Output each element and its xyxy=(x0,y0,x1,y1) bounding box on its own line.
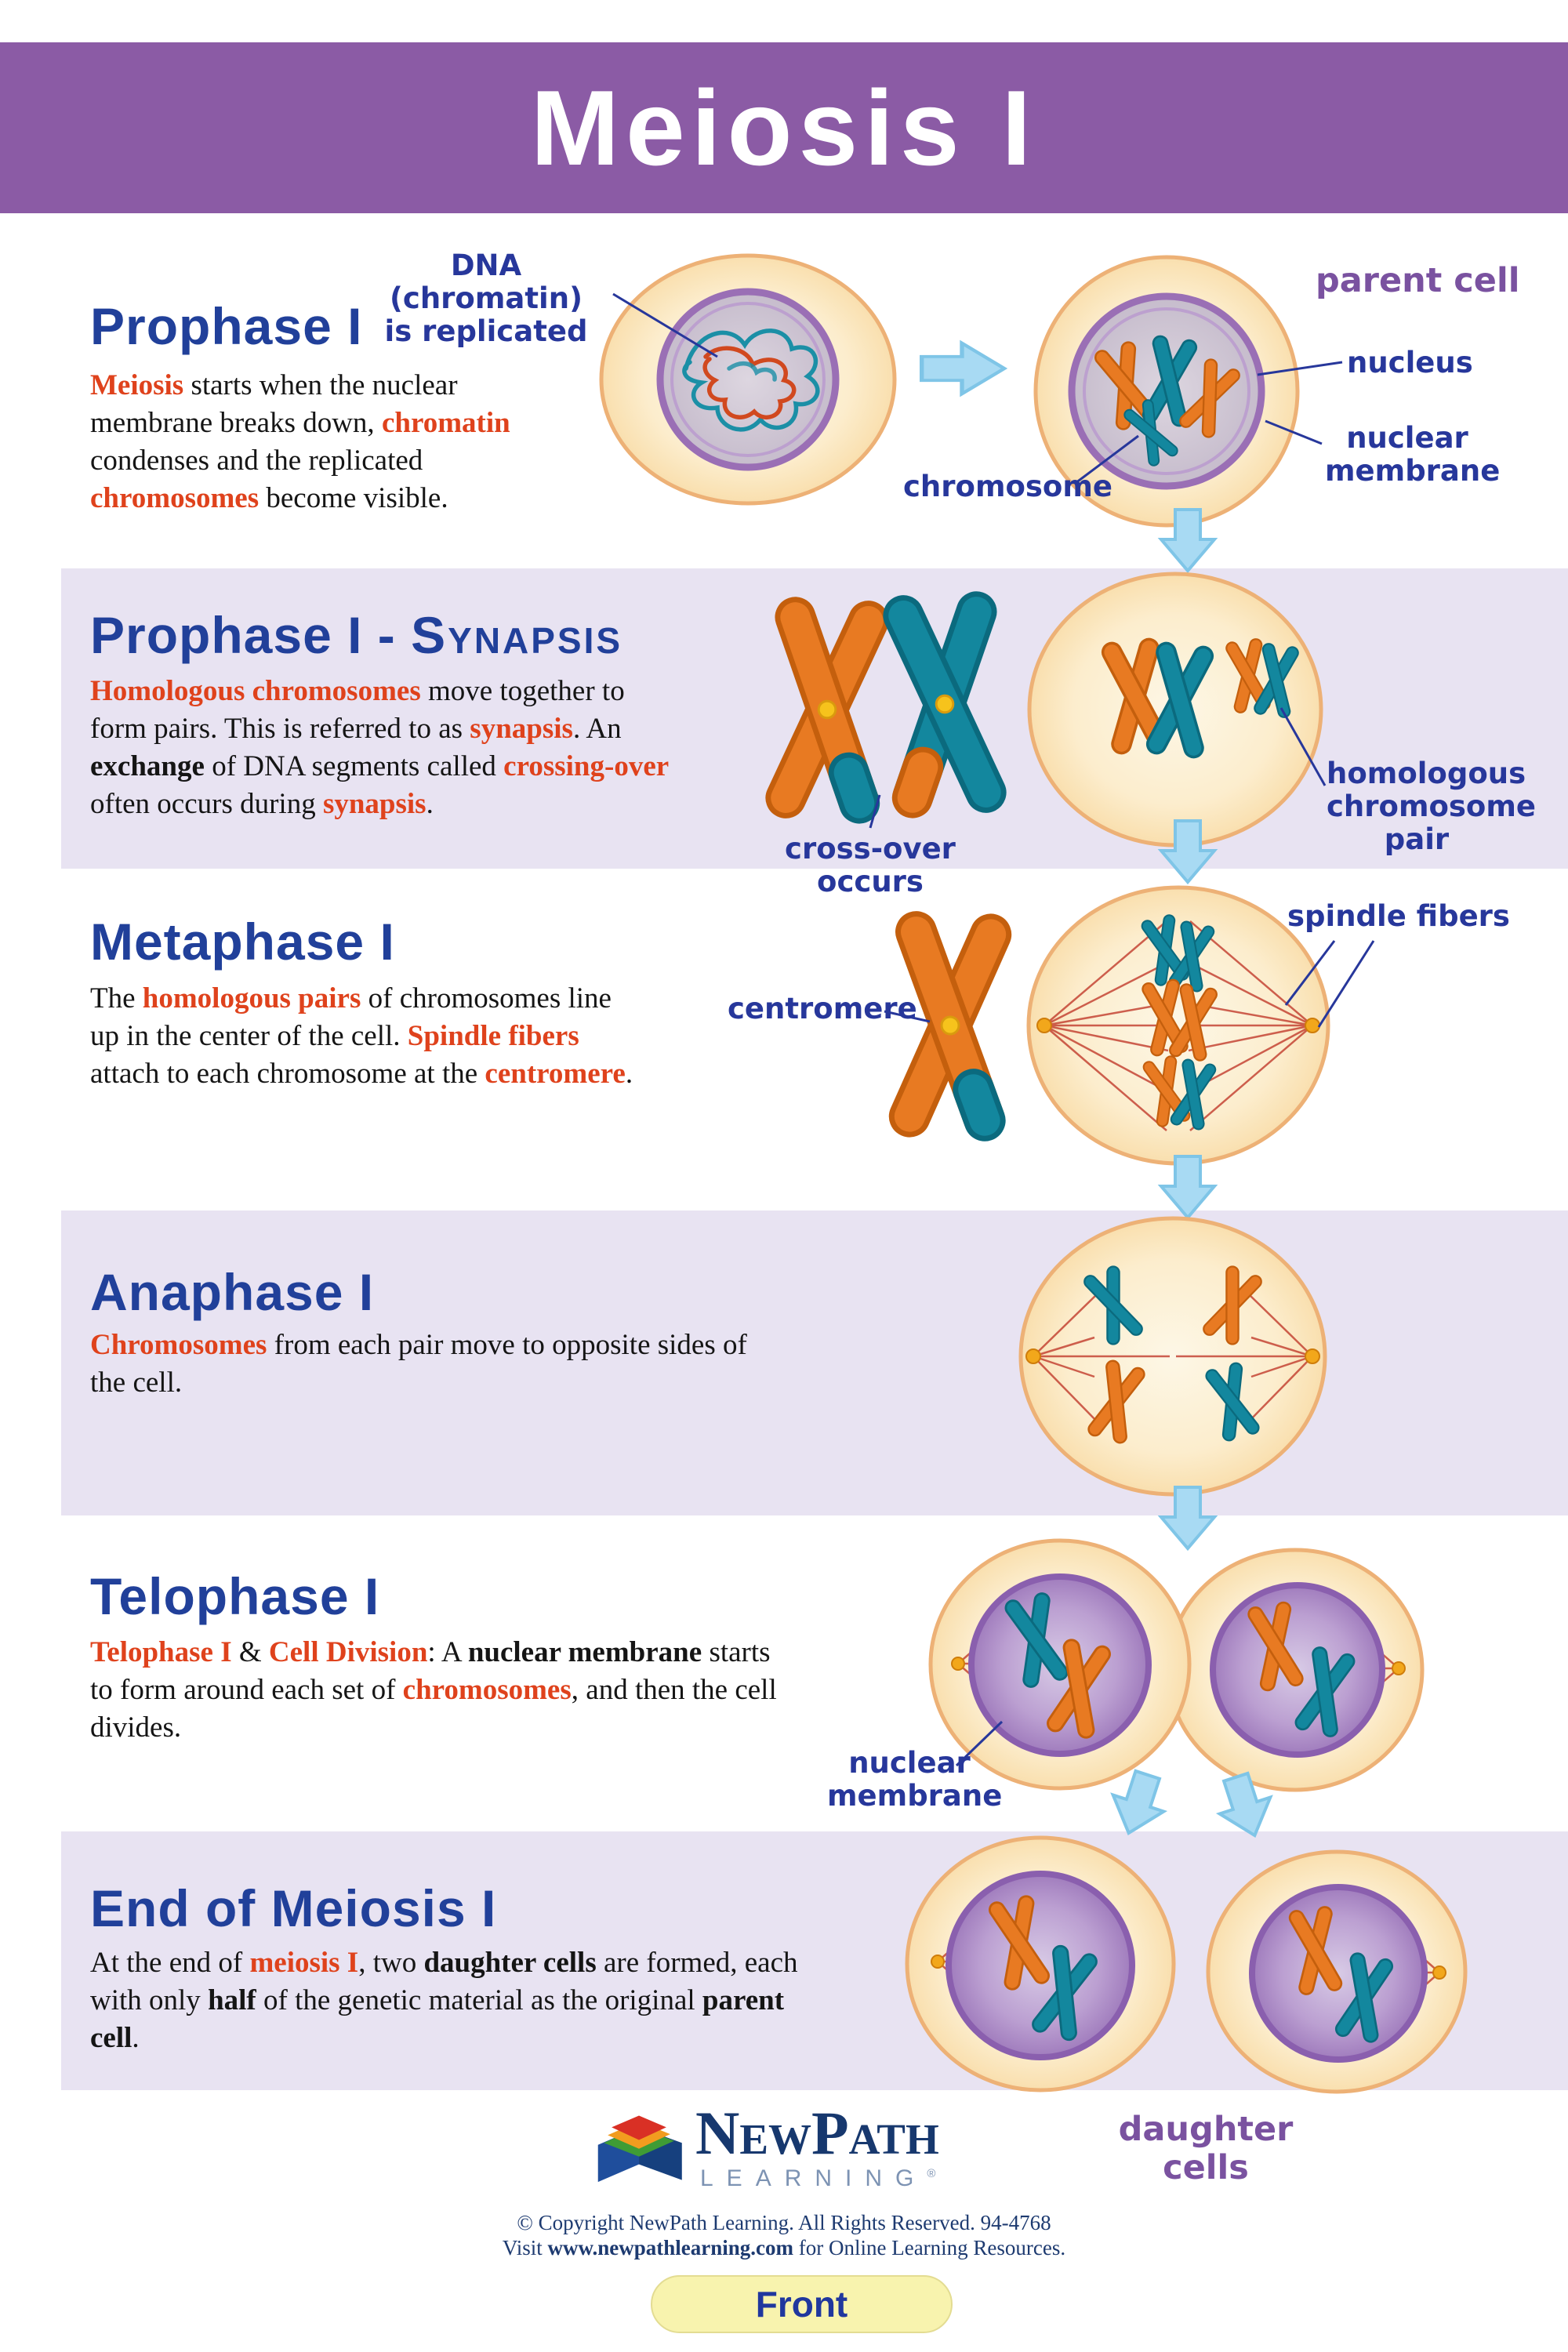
daughter-cells-illustration xyxy=(905,1835,1468,2094)
section-title-prophase1: Prophase I xyxy=(90,297,363,355)
telophase-cells xyxy=(928,1538,1425,1792)
label-nuclear-membrane: nuclear membrane xyxy=(1325,421,1501,488)
arrow-prophase-right xyxy=(922,343,1004,394)
section-title-metaphase1: Metaphase I xyxy=(90,913,395,971)
label-cross-over: cross-over occurs xyxy=(785,832,956,899)
section-title-end: End of Meiosis I xyxy=(90,1879,497,1937)
synapsis-cell xyxy=(1027,572,1323,848)
poster-title: Meiosis I xyxy=(530,68,1038,187)
label-nucleus: nucleus xyxy=(1347,346,1473,379)
newpath-logo: NewPath LEARNING® xyxy=(592,2103,1015,2205)
parent-cell-illustration xyxy=(1033,255,1300,528)
metaphase-chromosome xyxy=(885,908,1015,1145)
leader-line-nuclear-membrane xyxy=(1265,419,1323,445)
prophase1-description: Meiosis starts when the nuclear membrane… xyxy=(90,369,510,515)
poster-header: Meiosis I xyxy=(0,42,1568,213)
anaphase1-description: Chromosomes from each pair move to oppos… xyxy=(90,1329,747,1399)
label-nuclear-membrane-2: nuclear membrane xyxy=(827,1746,1003,1813)
label-homologous-pair: homologous chromosome pair xyxy=(1327,757,1537,857)
label-centromere: centromere xyxy=(728,992,917,1025)
label-dna-replicated: DNA (chromatin) is replicated xyxy=(384,249,588,349)
visit-line: Visit www.newpathlearning.com for Online… xyxy=(502,2236,1066,2259)
arrow-down-4 xyxy=(1160,1486,1216,1550)
label-spindle-fibers: spindle fibers xyxy=(1287,899,1510,933)
metaphase1-description: The homologous pairs of chromosomes line… xyxy=(90,982,633,1091)
leader-line-chromosome xyxy=(1075,434,1139,485)
synapsis-description: Homologous chromosomes move together to … xyxy=(90,675,670,821)
brand-sub: LEARNING® xyxy=(700,2165,936,2191)
anaphase-cell xyxy=(1018,1216,1327,1497)
arrow-down-3 xyxy=(1160,1155,1216,1219)
leader-line-nucleus xyxy=(1257,361,1343,376)
prophase-cell xyxy=(599,253,897,506)
leader-line-homologous-pair xyxy=(1279,707,1327,786)
leader-line-crossover xyxy=(869,794,881,829)
label-daughter-cells: daughter cells xyxy=(1118,2110,1294,2188)
brand-name: NewPath xyxy=(695,2099,939,2167)
section-title-telophase1: Telophase I xyxy=(90,1567,380,1625)
newpath-logo-icon xyxy=(597,2115,682,2183)
front-button: Front xyxy=(651,2275,953,2333)
telophase1-description: Telophase I & Cell Division: A nuclear m… xyxy=(90,1636,777,1744)
copyright-line: © Copyright NewPath Learning. All Rights… xyxy=(517,2211,1051,2234)
end-description: At the end of meiosis I, two daughter ce… xyxy=(90,1947,798,2055)
section-title-synapsis: Prophase I - Synapsis xyxy=(90,606,623,664)
section-title-anaphase1: Anaphase I xyxy=(90,1263,375,1321)
label-chromosome: chromosome xyxy=(903,470,1113,503)
leader-line-centromere xyxy=(884,1010,931,1023)
leader-line-nuclear-membrane-2 xyxy=(955,1720,1004,1767)
leader-line-dna xyxy=(612,292,718,358)
metaphase-cell xyxy=(1026,885,1330,1166)
crossing-over-chromosomes xyxy=(761,587,1010,827)
label-parent-cell: parent cell xyxy=(1316,261,1520,300)
leader-line-spindle-fibers xyxy=(1284,940,1375,1028)
